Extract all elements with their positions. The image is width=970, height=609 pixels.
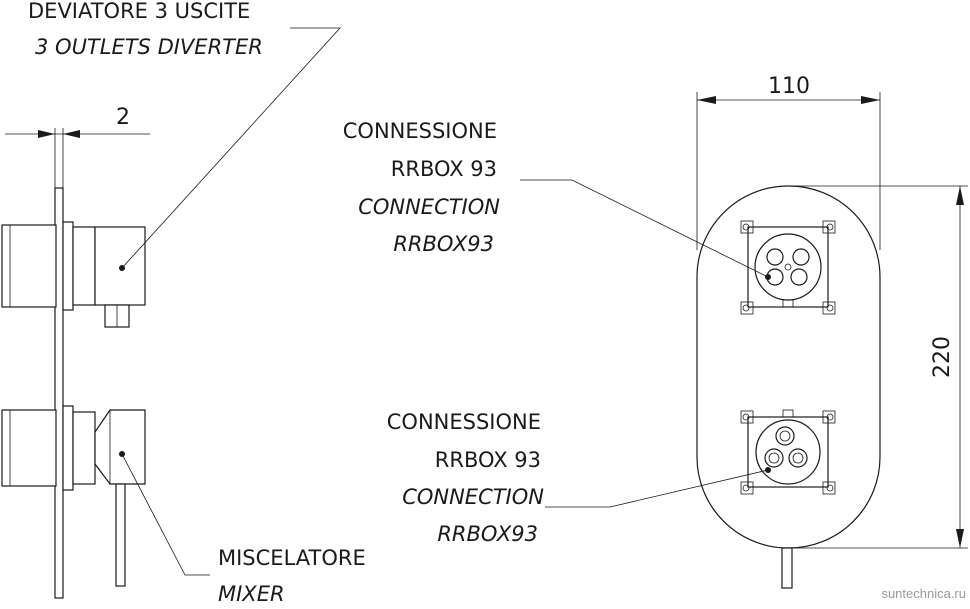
mixer-label-en: MIXER <box>218 582 285 604</box>
diverter-handle <box>1 224 57 308</box>
wall-plate <box>54 187 64 599</box>
top-connection-leader <box>520 179 769 278</box>
top-connection-label-it-2: RRBOX 93 <box>391 157 497 181</box>
bottom-connection-label-en-1: CONNECTION <box>402 485 544 509</box>
bottom-connection-label-it-2: RRBOX 93 <box>435 448 541 472</box>
bottom-connection-ring <box>755 419 821 485</box>
mixer-leader <box>121 453 210 576</box>
top-connection-label-en-2: RRBOX93 <box>393 232 494 256</box>
side-view: 2 <box>1 105 150 599</box>
diverter-collar <box>72 226 96 306</box>
bottom-connection-label-en-2: RRBOX93 <box>437 522 538 546</box>
top-connection-label-en-1: CONNECTION <box>358 195 500 219</box>
bottom-connection <box>740 409 836 495</box>
bottom-connection-label-it-1: CONNESSIONE <box>387 410 541 434</box>
diverter-side <box>1 221 146 328</box>
height-value: 220 <box>930 336 955 378</box>
height-dimension: 220 <box>790 185 968 549</box>
diverter-flange <box>62 221 74 311</box>
mixer-handle <box>1 409 57 487</box>
top-connection <box>740 220 836 315</box>
diverter-label-it: DEVIATORE 3 USCITE <box>28 0 250 23</box>
mixer-lever <box>115 483 126 587</box>
top-connection-label-it-1: CONNESSIONE <box>343 119 497 143</box>
mixer-side <box>1 405 146 587</box>
mixer-flange <box>62 405 74 491</box>
mixer-body <box>94 409 146 485</box>
diverter-leader <box>121 27 341 269</box>
front-lever <box>781 547 793 589</box>
thickness-dimension: 2 <box>5 105 150 188</box>
front-view: 110 220 <box>696 74 968 589</box>
mixer-label-it: MISCELATORE <box>218 546 366 570</box>
watermark: suntechnica.ru <box>881 586 966 601</box>
width-value: 110 <box>768 74 810 99</box>
thickness-value: 2 <box>116 105 130 130</box>
mixer-collar <box>72 411 96 485</box>
width-dimension: 110 <box>696 74 881 250</box>
top-connection-ring <box>754 233 822 301</box>
bottom-connection-leader <box>545 469 769 508</box>
diverter-label-en: 3 OUTLETS DIVERTER <box>35 35 263 59</box>
